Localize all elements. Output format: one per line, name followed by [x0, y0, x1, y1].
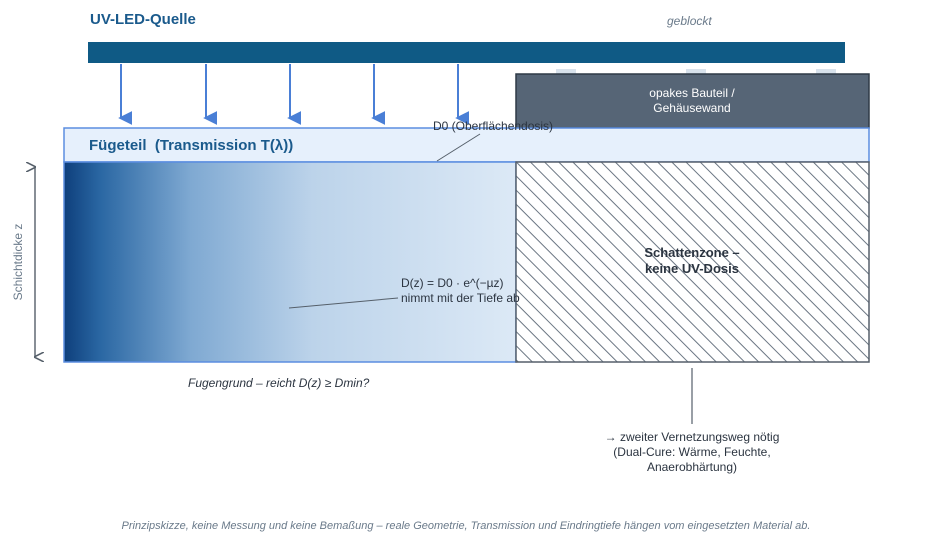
- dose-formula-line2: nimmt mit der Tiefe ab: [401, 291, 520, 305]
- joining-part-label: Fügeteil (Transmission T(λ)): [89, 137, 293, 154]
- opaque-component-label-line1: opakes Bauteil /: [649, 86, 735, 100]
- shadow-zone-label-line1: Schattenzone –: [644, 245, 739, 260]
- surface-dose-leader: [436, 133, 481, 162]
- blocked-ray-stubs: [556, 69, 836, 74]
- adhesive-layer-dose-gradient: [63, 161, 517, 363]
- blocked-ray-stub: [686, 69, 706, 74]
- surface-dose-label: D0 (Oberflächendosis): [433, 119, 553, 133]
- uv-source-bar: [88, 42, 845, 63]
- second-path-line2: (Dual-Cure: Wärme, Feuchte,: [613, 445, 770, 459]
- opaque-component-label-line2: Gehäusewand: [653, 101, 730, 115]
- layer-thickness-label: Schichtdicke z: [11, 224, 25, 301]
- uv-source-title: UV-LED-Quelle: [90, 11, 196, 28]
- second-path-line3: Anaerobhärtung): [647, 460, 737, 474]
- shadow-zone: [515, 161, 870, 363]
- joint-base-question: Fugengrund – reicht D(z) ≥ Dmin?: [188, 376, 370, 390]
- uv-ray-arrows: [118, 64, 470, 125]
- second-path-line1: → zweiter Vernetzungsweg nötig: [605, 430, 780, 444]
- blocked-ray-stub: [816, 69, 836, 74]
- dose-formula-leader: [288, 297, 399, 309]
- footnote: Prinzipskizze, keine Messung und keine B…: [122, 520, 811, 532]
- joining-part: [63, 127, 870, 163]
- blocked-ray-stub: [556, 69, 576, 74]
- dose-formula-line1: D(z) = D0 · e^(−µz): [401, 276, 504, 290]
- shadow-zone-label-line2: keine UV-Dosis: [645, 261, 739, 276]
- blocked-label: geblockt: [667, 14, 712, 28]
